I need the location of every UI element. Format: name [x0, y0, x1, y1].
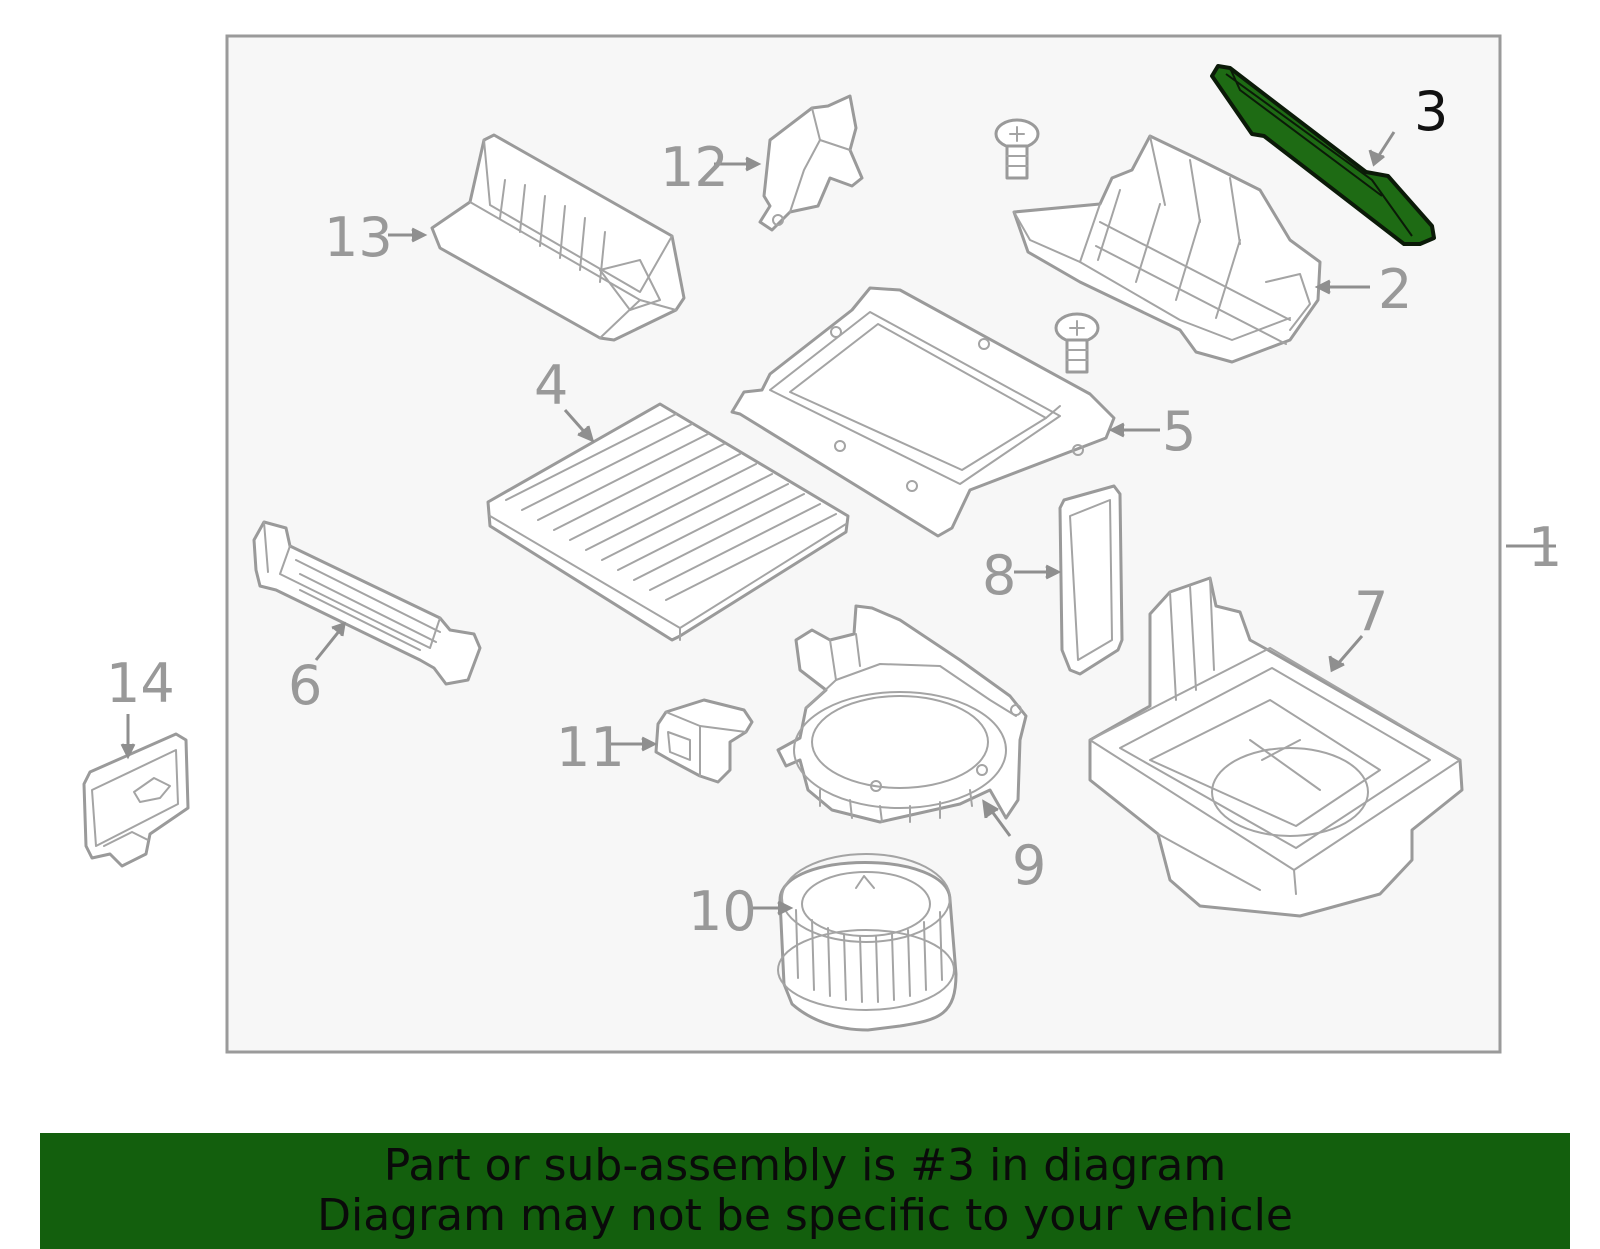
banner-line-1: Part or sub-assembly is #3 in diagram — [383, 1140, 1227, 1191]
callout-11: 11 — [556, 716, 625, 779]
callout-10: 10 — [688, 880, 757, 943]
callout-9: 9 — [1012, 834, 1046, 897]
screw-upper — [994, 118, 1040, 180]
callout-4: 4 — [534, 354, 568, 417]
part-10-blower-motor[interactable] — [777, 853, 958, 1032]
part-6-duct-bracket[interactable] — [252, 520, 482, 686]
part-13-intake-door[interactable] — [430, 133, 686, 342]
part-14-module[interactable] — [82, 732, 190, 868]
info-banner: Part or sub-assembly is #3 in diagram Di… — [40, 1133, 1570, 1249]
screw-lower — [1054, 312, 1100, 374]
callout-13: 13 — [324, 206, 393, 269]
callout-5: 5 — [1162, 400, 1196, 463]
banner-line-2: Diagram may not be specific to your vehi… — [317, 1190, 1293, 1241]
callout-1: 1 — [1528, 516, 1562, 579]
callout-2: 2 — [1378, 258, 1412, 321]
part-11-resistor[interactable] — [654, 698, 754, 784]
callout-6: 6 — [288, 654, 322, 717]
callout-14: 14 — [106, 652, 175, 715]
part-9-blower-housing[interactable] — [776, 604, 1028, 824]
callout-8: 8 — [982, 544, 1016, 607]
callout-7: 7 — [1354, 580, 1388, 643]
part-7-lower-case[interactable] — [1088, 576, 1464, 918]
part-2-upper-housing[interactable] — [1012, 134, 1322, 364]
leader-arrows — [120, 131, 1556, 916]
part-12-actuator[interactable] — [758, 94, 864, 232]
callout-3: 3 — [1414, 80, 1448, 143]
part-4-cabin-filter[interactable] — [486, 402, 850, 642]
callout-12: 12 — [660, 136, 729, 199]
part-5-case-cover[interactable] — [730, 286, 1116, 538]
part-8-gasket[interactable] — [1058, 484, 1124, 676]
part-3-seal-highlighted[interactable] — [1210, 64, 1436, 246]
